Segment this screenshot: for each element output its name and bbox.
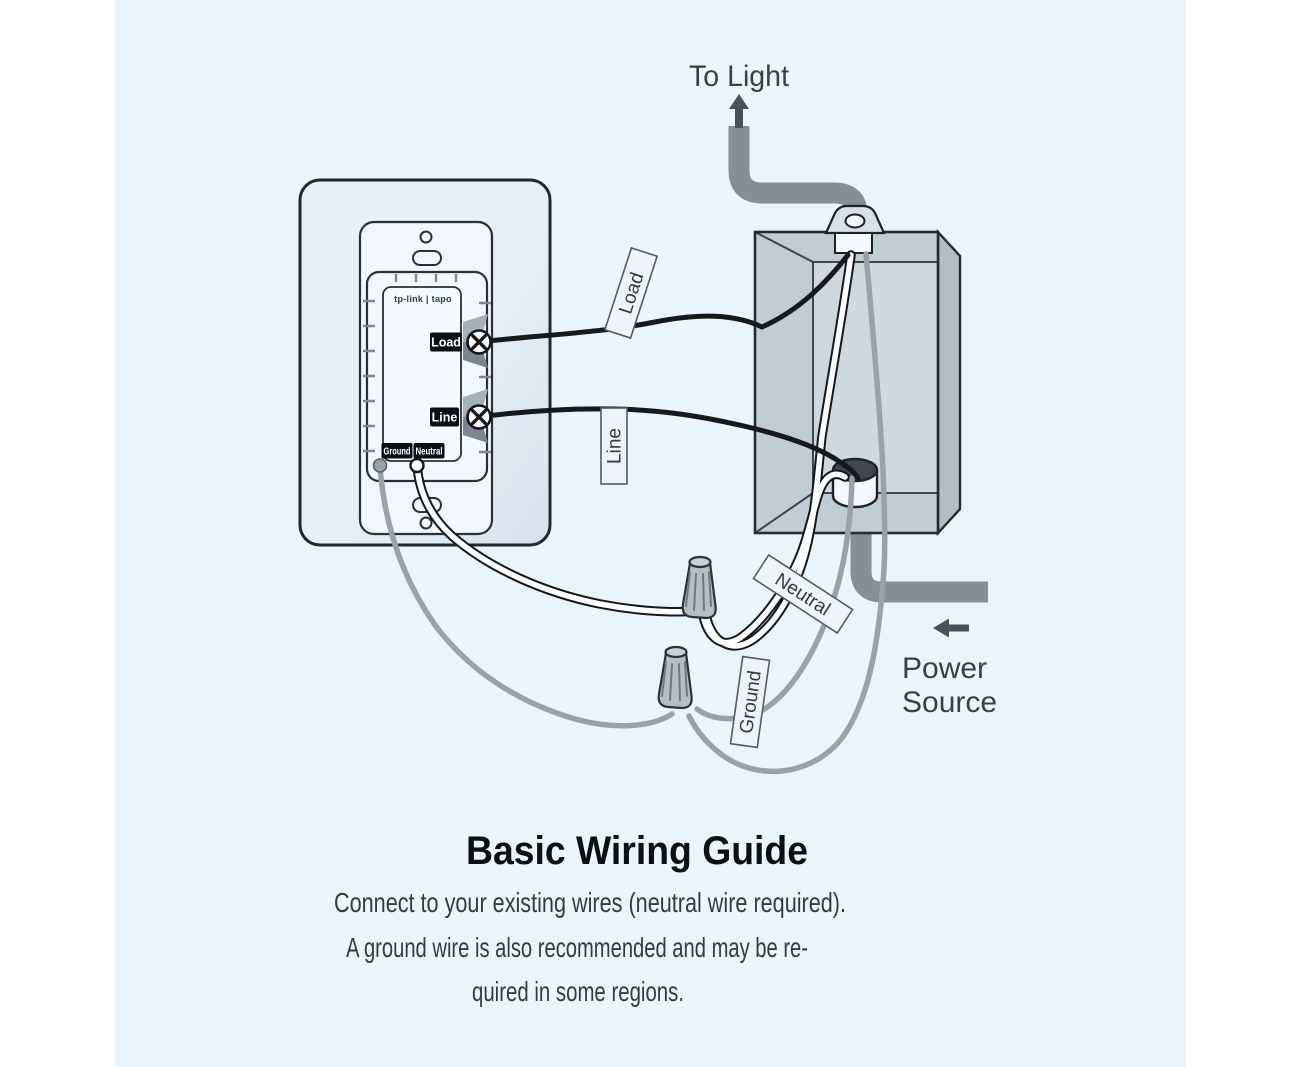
line-screw-cross-icon: [471, 409, 487, 425]
tag-background: [729, 655, 771, 749]
smart-switch: tp-link | tapo Load Line Ground Neutral: [298, 178, 552, 547]
ground-terminal-label: Ground: [384, 447, 411, 458]
ground-wire-from-light-cable: [686, 251, 888, 774]
tag-background: [752, 553, 854, 635]
wire-nut-cone: [657, 651, 693, 710]
ground-terminal-chip: [381, 443, 413, 459]
cable-clamp-body: [834, 232, 873, 254]
line-terminal-chip: [430, 407, 459, 427]
module-vents-left: [363, 299, 375, 453]
caption-line-3: quired in some regions.: [472, 976, 684, 1007]
load-terminal-label: Load: [431, 336, 461, 350]
ground-terminal-dot: [372, 458, 388, 473]
brand-logo: tp-link | tapo: [394, 294, 452, 304]
frame-screw-hole-bottom: [419, 516, 433, 530]
to-light-label: To Light: [689, 60, 790, 93]
neutral-terminal-dot: [409, 457, 425, 474]
power-source-label-line1: Power: [902, 652, 987, 685]
terminals: [372, 329, 492, 474]
wire-nut-neutral: [681, 555, 717, 620]
load-screw-cross-icon: [471, 334, 487, 350]
neutral-terminal-label: Neutral: [416, 447, 443, 458]
box-depth-lines: [754, 231, 814, 534]
module-vents-right: [479, 301, 491, 454]
hot-wires: [476, 252, 861, 482]
caption-line-2: A ground wire is also recommended and ma…: [346, 932, 808, 963]
page-title: Basic Wiring Guide: [466, 829, 808, 873]
arrow-up-icon: [729, 94, 749, 128]
load-wire: [476, 252, 851, 345]
diagram-canvas: [115, 0, 1186, 1067]
module-vents-top: [394, 274, 458, 282]
tag-label: Line: [605, 428, 626, 464]
electrical-box: [753, 204, 962, 537]
ground-wire-from-switch: [377, 463, 675, 729]
tag-background: [600, 407, 628, 485]
neutral-wire-switch-core: [414, 462, 696, 615]
load-terminal-chip: [430, 332, 462, 352]
frame-screw-hole-top: [419, 230, 433, 244]
neutral-terminal-chip: [413, 443, 445, 459]
wire-nut-ridges: [661, 661, 688, 701]
neutral-wires: [412, 250, 856, 651]
wire-nut-cone: [681, 561, 717, 620]
line-wire-tag: Line: [600, 407, 628, 485]
line-wire: [476, 406, 861, 482]
arrow-left-icon: [933, 618, 969, 638]
wire-nut-cap: [688, 555, 712, 569]
power-source-label-line2: Source: [902, 686, 997, 719]
mounting-slot-top: [412, 250, 442, 266]
neutral-wire-power-core: [700, 471, 848, 646]
cable-clamp-hole: [844, 213, 866, 229]
line-terminal-label: Line: [432, 411, 458, 425]
wire-nut-ground: [657, 645, 693, 710]
wire-nut-cap: [664, 645, 688, 659]
wire-nut-ridges: [685, 571, 712, 611]
switch-face: [382, 286, 462, 462]
tag-background: [603, 246, 659, 340]
ground-wire-tag: Ground: [729, 655, 771, 749]
caption-line-1: Connect to your existing wires (neutral …: [334, 887, 846, 918]
box-side-wall: [936, 228, 962, 537]
